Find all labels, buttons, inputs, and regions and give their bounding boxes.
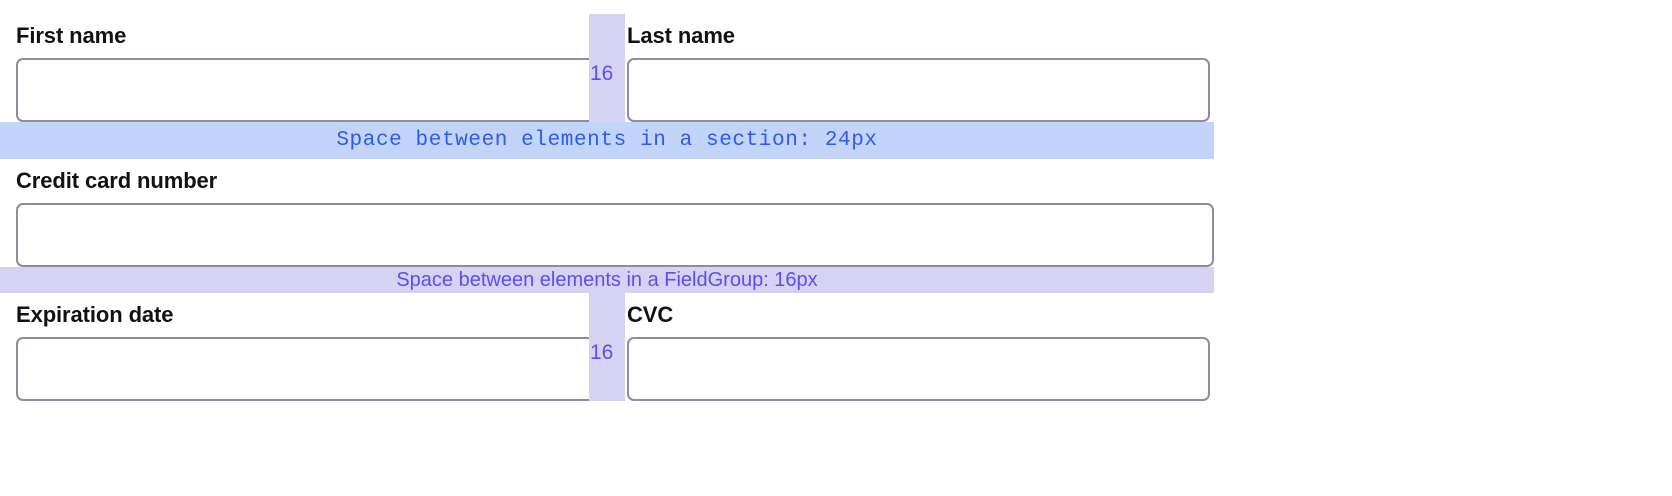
first-name-input[interactable]: [16, 58, 599, 122]
expiration-date-field: Expiration date: [0, 293, 599, 401]
column-gap-label: 16: [590, 62, 614, 85]
expiration-date-input[interactable]: [16, 337, 599, 401]
first-name-field: First name: [0, 14, 599, 122]
expiry-cvc-field-row: Expiration date 16 CVC: [0, 293, 1214, 401]
credit-card-number-input[interactable]: [16, 203, 1214, 267]
cvc-field: CVC: [625, 293, 1210, 401]
section-spacing-annotation: Space between elements in a section: 24p…: [0, 122, 1214, 159]
credit-card-number-label: Credit card number: [16, 168, 218, 193]
cvc-label: CVC: [627, 302, 674, 327]
expiration-date-label: Expiration date: [16, 302, 174, 327]
column-gap-label-expiry: 16: [590, 341, 614, 364]
fieldgroup-spacing-text: Space between elements in a FieldGroup: …: [396, 268, 818, 291]
last-name-field: Last name: [625, 14, 1210, 122]
last-name-input[interactable]: [627, 58, 1210, 122]
last-name-label: Last name: [627, 23, 735, 48]
fieldgroup-spacing-annotation: Space between elements in a FieldGroup: …: [0, 267, 1214, 293]
column-gap-band-expiry-row: 16: [589, 293, 625, 401]
last-name-input-wrap: [625, 58, 1210, 122]
expiration-date-input-wrap: [0, 337, 599, 401]
first-name-input-wrap: [0, 58, 599, 122]
credit-card-field: Credit card number: [0, 159, 1214, 267]
credit-card-input-wrap: [0, 203, 1214, 267]
cvc-input[interactable]: [627, 337, 1210, 401]
cvc-input-wrap: [625, 337, 1210, 401]
name-field-row: First name 16 Last name: [0, 0, 1214, 122]
first-name-label: First name: [16, 23, 127, 48]
column-gap-band-name-row: 16: [589, 14, 625, 122]
section-spacing-text: Space between elements in a section: 24p…: [336, 129, 878, 152]
credit-card-field-row: Credit card number: [0, 159, 1214, 267]
